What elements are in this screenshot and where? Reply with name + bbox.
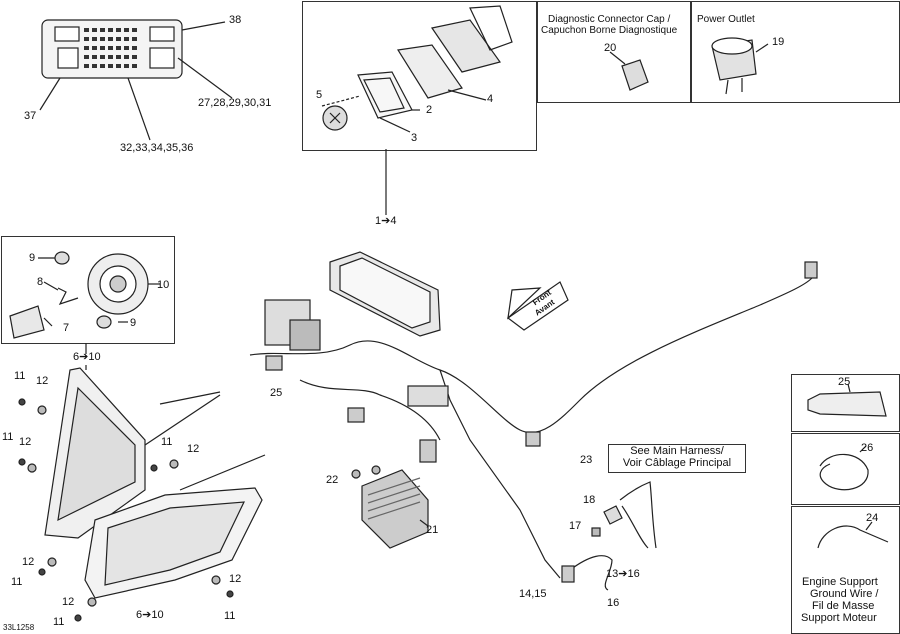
- callout-16: 16: [607, 597, 620, 609]
- main-harness-note-fr: Voir Câblage Principal: [622, 457, 732, 469]
- main-harness-note-en: See Main Harness/: [630, 445, 724, 457]
- callout-11e: 11: [53, 616, 65, 628]
- front-arrow-shape: [506, 281, 569, 331]
- diagnostic-cap-title-en: Diagnostic Connector Cap /: [548, 14, 671, 25]
- callout-24: 24: [866, 512, 879, 524]
- callout-21: 21: [426, 524, 439, 536]
- gauge-detail-frame: [302, 1, 537, 151]
- callout-4: 4: [487, 93, 494, 105]
- diagnostic-cap-frame: [537, 1, 691, 103]
- callout-12f: 12: [229, 573, 242, 585]
- callout-10: 10: [157, 279, 170, 291]
- callout-14-15: 14,15: [519, 588, 547, 600]
- callout-7: 7: [63, 322, 70, 334]
- callout-11c: 11: [161, 436, 173, 448]
- callout-26: 26: [861, 442, 874, 454]
- callout-11b: 11: [2, 431, 14, 443]
- drawing-id: 33L1258: [3, 623, 35, 632]
- headlamp-detail-frame: [1, 236, 175, 344]
- callout-12d: 12: [22, 556, 35, 568]
- callout-3: 3: [411, 132, 418, 144]
- callout-38: 38: [229, 14, 242, 26]
- callout-6-to-10b: 6➔10: [136, 609, 164, 621]
- callout-5: 5: [316, 89, 323, 101]
- callout-25b: 25: [838, 376, 851, 388]
- callout-23: 23: [580, 454, 593, 466]
- callout-19: 19: [772, 36, 785, 48]
- callout-37: 37: [24, 110, 37, 122]
- main-harness-note: See Main Harness/ Voir Câblage Principal: [608, 444, 746, 473]
- callout-9a: 9: [29, 252, 36, 264]
- callout-11a: 11: [14, 370, 26, 382]
- callout-27-31: 27,28,29,30,31: [198, 97, 272, 109]
- callout-13-to-16: 13➔16: [606, 568, 640, 580]
- callout-20: 20: [604, 42, 617, 54]
- callout-2: 2: [426, 104, 433, 116]
- callout-22: 22: [326, 474, 339, 486]
- callout-6-to-10a: 6➔10: [73, 351, 101, 363]
- callout-17: 17: [569, 520, 582, 532]
- callout-12a: 12: [36, 375, 49, 387]
- ground-wire-title-4: Support Moteur: [801, 612, 877, 624]
- callout-25a: 25: [270, 387, 283, 399]
- callout-18: 18: [583, 494, 596, 506]
- callout-8: 8: [37, 276, 44, 288]
- callout-32-36: 32,33,34,35,36: [120, 142, 194, 154]
- callout-12e: 12: [62, 596, 75, 608]
- power-outlet-title: Power Outlet: [697, 14, 755, 25]
- ground-wire-title-3: Fil de Masse: [812, 600, 875, 612]
- diagnostic-cap-title-fr: Capuchon Borne Diagnostique: [541, 25, 678, 36]
- callout-9b: 9: [130, 317, 137, 329]
- callout-11f: 11: [224, 610, 236, 622]
- callout-1-to-4: 1➔4: [375, 215, 397, 227]
- callout-11d: 11: [11, 576, 23, 588]
- ground-wire-title-2: Ground Wire /: [810, 588, 879, 600]
- callout-12b: 12: [19, 436, 32, 448]
- ground-wire-title-1: Engine Support: [802, 576, 878, 588]
- callout-12c: 12: [187, 443, 200, 455]
